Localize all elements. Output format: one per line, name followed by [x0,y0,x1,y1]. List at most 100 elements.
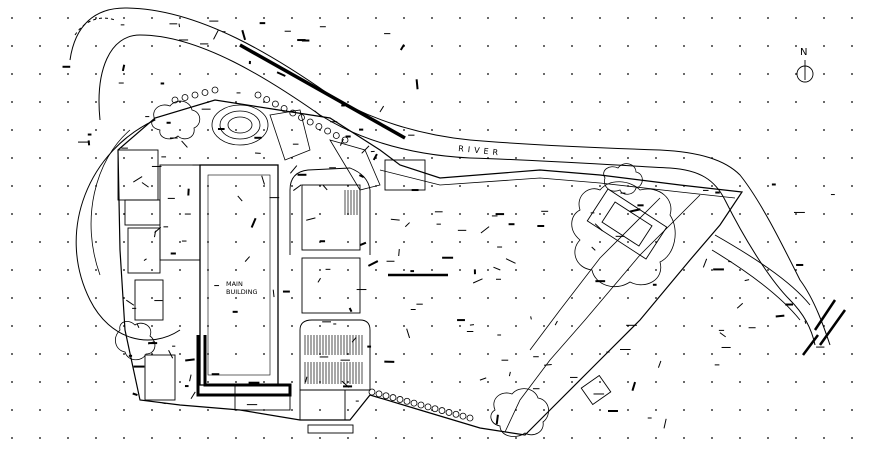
grid-dot [655,101,657,103]
grid-dot [431,437,433,439]
grid-dot [235,101,237,103]
annotation-tick [594,223,603,232]
grid-dot [263,325,265,327]
annotation-tick [379,105,385,113]
grid-dot [823,381,825,383]
grid-dot [655,157,657,159]
grid-dot [235,185,237,187]
grid-dot [571,213,573,215]
tree-cluster-east [571,181,676,287]
annotation-tick [306,217,316,221]
annotation-tick [250,217,257,228]
grid-dot [515,17,517,19]
fountain-feature [211,104,269,146]
grid-dot [627,73,629,75]
grid-dot [515,45,517,47]
grid-dot [431,185,433,187]
grid-dot [347,381,349,383]
grid-dot [795,241,797,243]
grid-dot [627,409,629,411]
grid-dot [795,437,797,439]
tree-cluster-northeast [603,163,643,195]
grid-dot [711,437,713,439]
grid-dot [487,409,489,411]
tree [315,123,323,130]
grid-dot [711,17,713,19]
grid-dot [403,297,405,299]
grid-dot [487,185,489,187]
east-buildings [580,188,668,406]
grid-dot [739,129,741,131]
grid-dot [851,101,853,103]
grid-dot [291,325,293,327]
grid-dot [207,45,209,47]
grid-dot [207,129,209,131]
grid-dot [795,409,797,411]
grid-dot [95,325,97,327]
annotation-tick [133,176,143,183]
north-ramp [329,139,381,191]
grid-dot [795,45,797,47]
annotation-tick [351,337,357,343]
river [69,7,831,346]
grid-dot [179,73,181,75]
grid-dot [851,297,853,299]
grid-dot [655,269,657,271]
grid-dot [179,241,181,243]
grid-dot [767,157,769,159]
annotation-tick [213,29,219,40]
grid-dot [767,101,769,103]
annotation-tick [190,391,196,400]
grid-dot [431,129,433,131]
grid-dot [179,17,181,19]
grid-dot [39,241,41,243]
grid-dot [851,381,853,383]
grid-dot [403,325,405,327]
grid-dot [95,241,97,243]
grid-dot [683,353,685,355]
grid-dot [123,269,125,271]
annotation-tick [322,185,328,191]
annotation-tick [629,208,641,213]
annotation-tick [404,222,410,228]
grid-dot [123,381,125,383]
annotation-tick [505,258,516,264]
grid-dot [151,437,153,439]
grid-dot [319,437,321,439]
grid-dot [767,129,769,131]
grid-dot [515,129,517,131]
tree [403,397,411,405]
grid-dot [571,45,573,47]
grid-dot [683,437,685,439]
grid-dot [319,73,321,75]
grid-dot [151,409,153,411]
grid-dot [571,325,573,327]
grid-dot [571,17,573,19]
grid-dot [235,353,237,355]
grid-dot [347,409,349,411]
annotation-tick [154,226,162,233]
parking-block-north [301,184,361,251]
grid-dot [543,241,545,243]
grid-dot [347,73,349,75]
grid-dot [431,45,433,47]
grid-dot [627,157,629,159]
tree [191,91,199,99]
tree [171,96,179,104]
grid-dot [179,213,181,215]
grid-dot [711,129,713,131]
grid-dot [347,101,349,103]
north-arrow-label: N [800,47,807,58]
annotation-tick [244,256,251,262]
grid-dot [431,73,433,75]
grid-dot [459,269,461,271]
annotation-tick [399,44,405,51]
grid-dot [711,185,713,187]
grid-dot [39,185,41,187]
grid-dot [431,213,433,215]
grid-dot [515,325,517,327]
annotation-tick [544,363,552,366]
grid-dot [515,101,517,103]
grid-dot [123,409,125,411]
main-building-label-2: BUILDING [226,288,258,296]
